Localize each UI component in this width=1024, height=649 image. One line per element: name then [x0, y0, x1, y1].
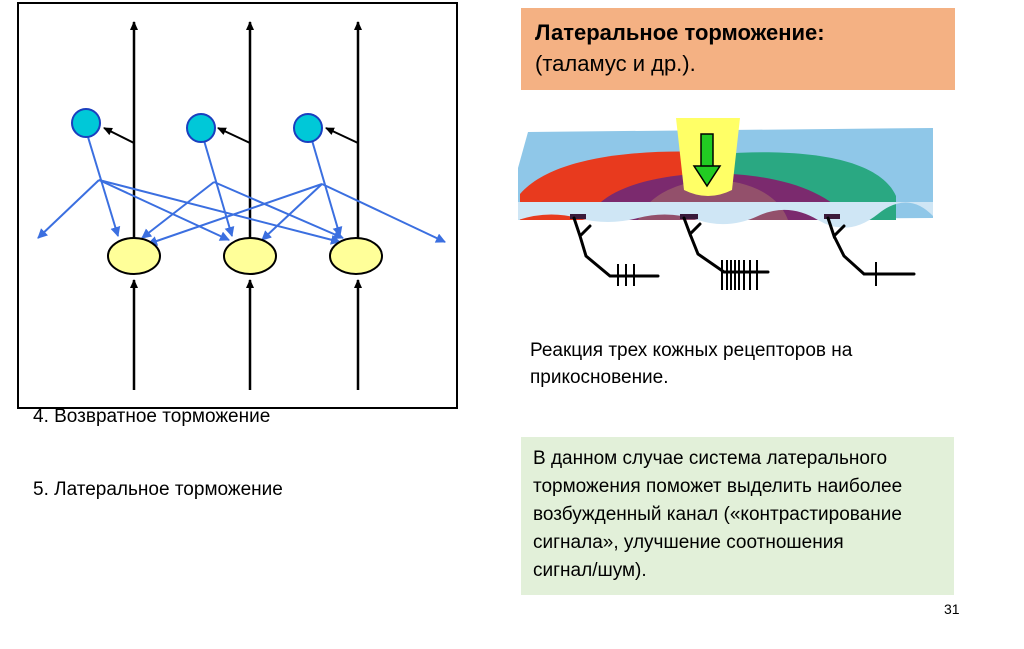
relay-neuron-3: [329, 237, 383, 275]
output-axons: [130, 21, 362, 238]
explanation-line: торможения поможет выделить наиболее: [533, 476, 903, 497]
slide-title: Латеральное торможение:: [535, 20, 825, 45]
relay-neuron-2: [223, 237, 277, 275]
explanation-box: В данном случае система латерального тор…: [521, 437, 954, 595]
interneuron-2: [186, 113, 216, 143]
axon-collaterals: [103, 127, 359, 144]
pressure-arrow-icon: [692, 133, 722, 188]
skin-receptor-figure: [518, 118, 933, 290]
explanation-line: В данном случае система латерального: [533, 448, 888, 469]
explanation-line: сигнал/шум).: [533, 560, 647, 581]
relay-neuron-1: [107, 237, 161, 275]
explanation-line: возбужденный канал («контрастирование: [533, 504, 902, 525]
inhibitory-projections: [37, 136, 446, 246]
slide-subtitle: (таламус и др.).: [535, 51, 696, 76]
caption-line: Реакция трех кожных рецепторов на: [530, 340, 853, 361]
list-item-lateral-inhibition: 5. Латеральное торможение: [33, 479, 283, 500]
receptor-endings: [570, 214, 840, 219]
interneurons: [71, 108, 323, 143]
diagram-border: [17, 2, 458, 409]
interneuron-3: [293, 113, 323, 143]
caption-line: прикосновение.: [530, 367, 669, 388]
page-number: 31: [944, 601, 960, 617]
spike-trains: [617, 260, 877, 290]
interneuron-1: [71, 108, 101, 138]
figure-caption: Реакция трех кожных рецепторов на прикос…: [530, 337, 950, 391]
explanation-line: сигнала», улучшение соотношения: [533, 532, 844, 553]
relay-neurons: [107, 237, 383, 275]
title-box: Латеральное торможение: (таламус и др.).: [521, 8, 955, 90]
lateral-inhibition-circuit-diagram: [17, 2, 458, 409]
input-axons: [130, 279, 362, 390]
list-item-recurrent-inhibition: 4. Возвратное торможение: [33, 406, 271, 427]
